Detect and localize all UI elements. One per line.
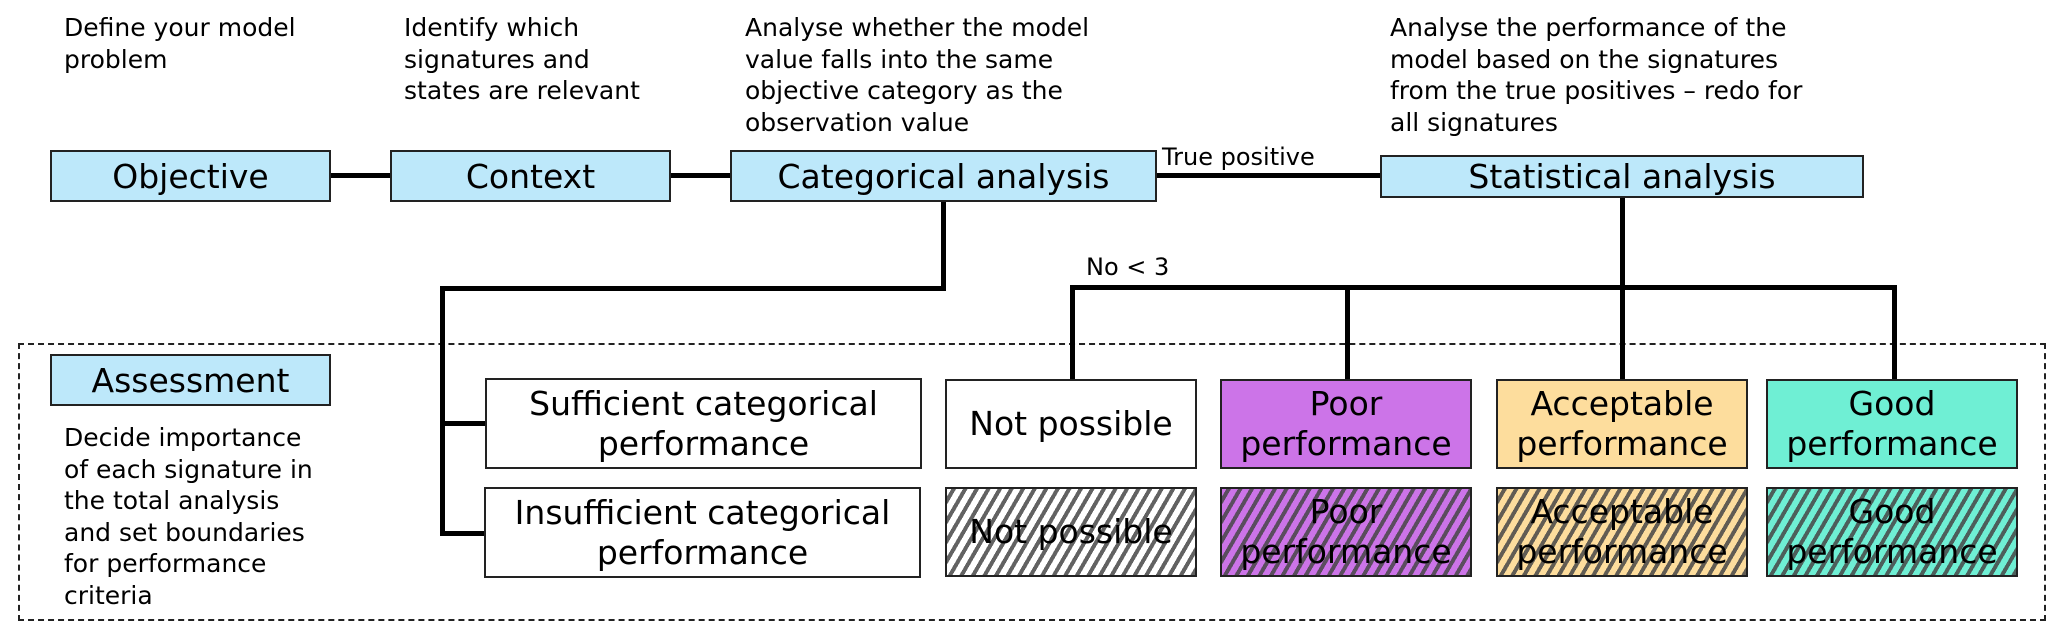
connector-true-positive [1156, 173, 1382, 178]
statistical-description: Analyse the performance of the model bas… [1390, 13, 1803, 137]
statistical-analysis-box: Statistical analysis [1380, 155, 1864, 198]
true-positive-label: True positive [1162, 143, 1315, 171]
poor-performance-box: Poor performance [1220, 379, 1472, 469]
drop-poor [1345, 285, 1350, 380]
categorical-down-line [941, 202, 946, 291]
assessment-box: Assessment [50, 354, 331, 406]
context-box: Context [390, 150, 671, 202]
statistical-down-line [1620, 198, 1625, 290]
statistical-branch-horizontal [1070, 285, 1897, 290]
categorical-branch-vertical [440, 286, 445, 536]
objective-description: Define your model problem [64, 13, 296, 74]
assessment-region [18, 343, 2046, 621]
categorical-description: Analyse whether the model value falls in… [745, 13, 1090, 137]
context-description: Identify which signatures and states are… [404, 13, 640, 105]
connector-insufficient [440, 531, 485, 536]
not-possible-box: Not possible [945, 379, 1197, 469]
acceptable-performance-hatched-box: Acceptable performance [1496, 487, 1748, 577]
insufficient-categorical-box: Insufficient categorical performance [484, 487, 921, 578]
good-performance-box: Good performance [1766, 379, 2018, 469]
connector-context-categorical [670, 173, 730, 178]
categorical-branch-horizontal [440, 286, 946, 291]
not-possible-hatched-box: Not possible [945, 487, 1197, 577]
connector-sufficient [440, 421, 485, 426]
connector-objective-context [330, 173, 390, 178]
no-lt-3-label: No < 3 [1086, 253, 1170, 281]
poor-performance-hatched-box: Poor performance [1220, 487, 1472, 577]
drop-good [1892, 285, 1897, 380]
good-performance-hatched-box: Good performance [1766, 487, 2018, 577]
drop-acceptable [1620, 285, 1625, 380]
assessment-description: Decide importance of each signature in t… [64, 423, 313, 610]
acceptable-performance-box: Acceptable performance [1496, 379, 1748, 469]
objective-box: Objective [50, 150, 331, 202]
sufficient-categorical-box: Sufficient categorical performance [485, 378, 922, 469]
drop-not-possible [1070, 285, 1075, 380]
categorical-analysis-box: Categorical analysis [730, 150, 1157, 202]
